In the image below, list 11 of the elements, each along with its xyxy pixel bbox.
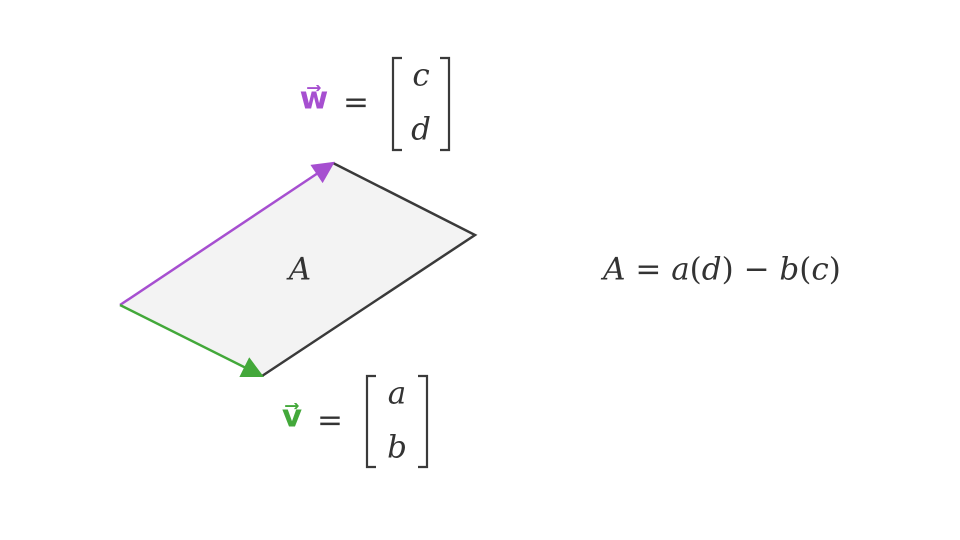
matrix-entry: a <box>388 378 406 410</box>
area-formula: A = a(d) − b(c) <box>603 254 841 286</box>
vector-symbol: w⃗ <box>300 84 328 114</box>
parallelogram <box>120 163 475 376</box>
vector-symbol: v⃗ <box>282 402 302 432</box>
matrix-entry: d <box>411 114 431 146</box>
area-label: A <box>288 254 312 286</box>
equals-sign: = <box>317 406 343 436</box>
matrix-entry: c <box>412 60 430 92</box>
matrix-entry: b <box>387 432 407 464</box>
equals-sign: = <box>343 88 369 118</box>
